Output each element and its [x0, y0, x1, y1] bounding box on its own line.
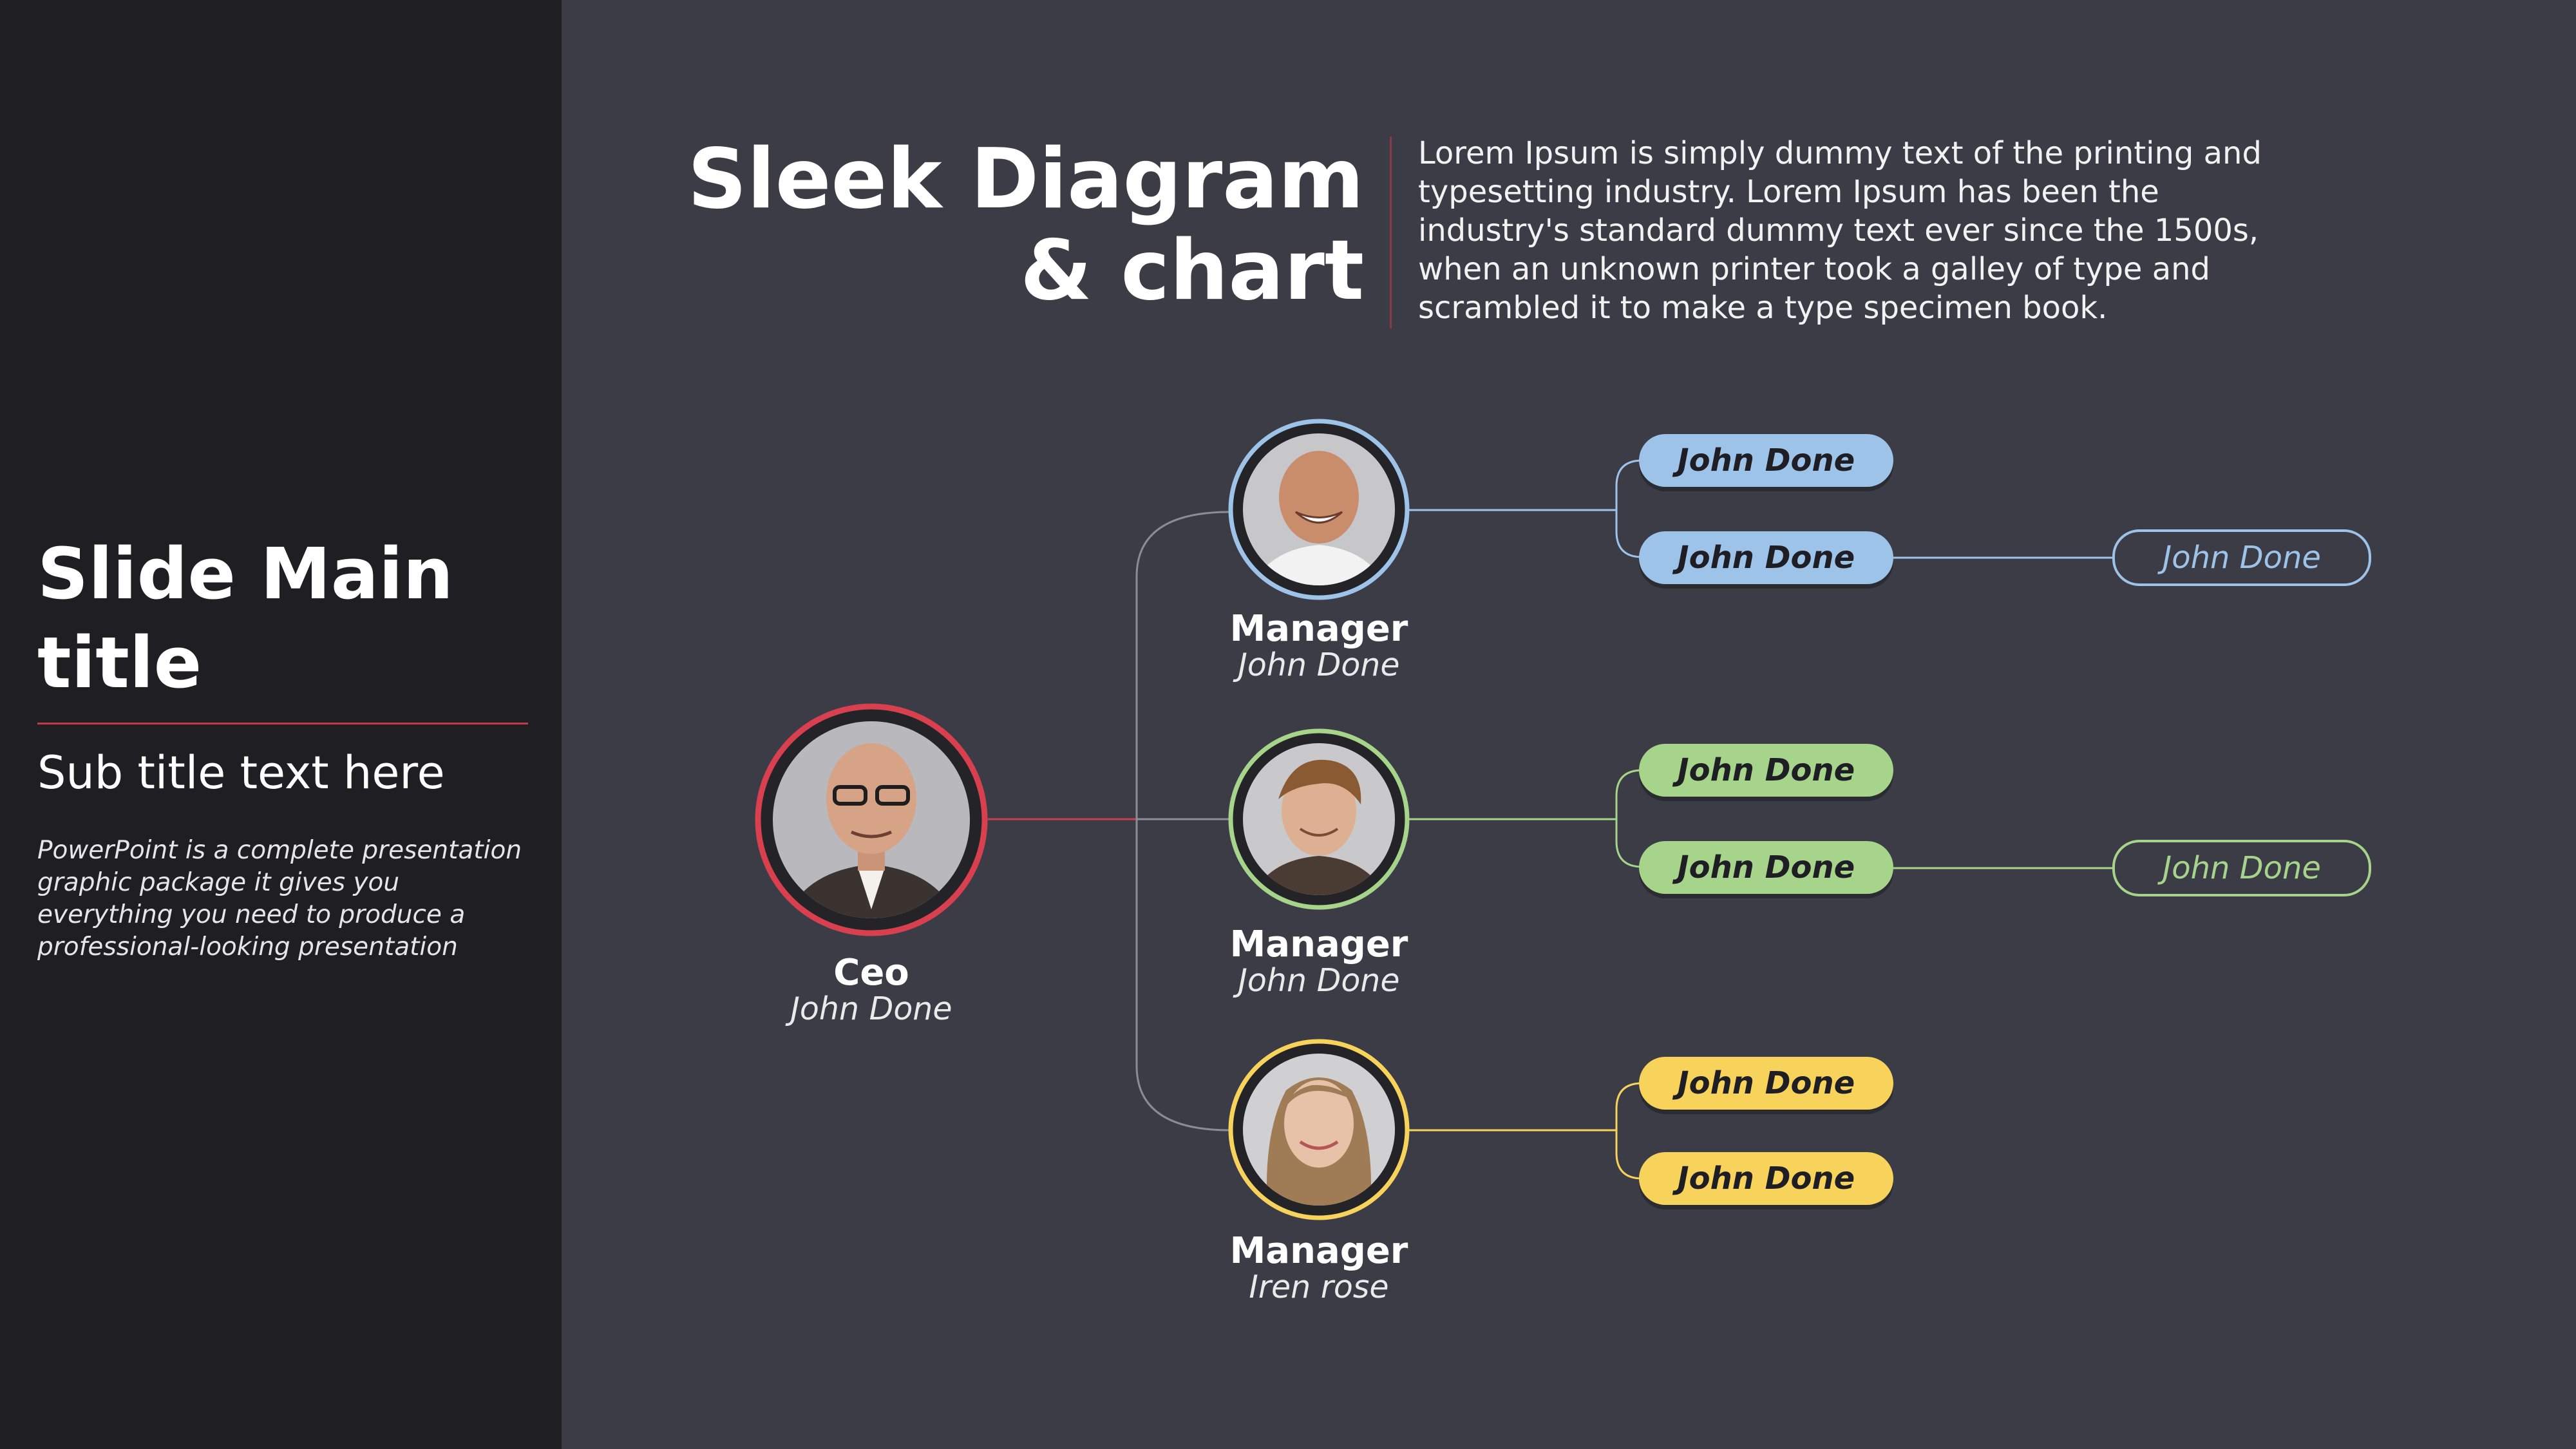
slide-main-title: Slide Main title: [37, 533, 453, 704]
manager-3-photo: [1228, 1039, 1410, 1220]
manager-1-photo: [1228, 419, 1410, 600]
blue-report-2: John Done: [1639, 531, 1893, 584]
heading-line-2: & chart: [1020, 223, 1364, 319]
ceo-role: Ceo: [833, 952, 909, 994]
heading-separator: [1390, 137, 1392, 328]
trunk-connector-bottom: [1135, 819, 1231, 1132]
green-report-1: John Done: [1639, 744, 1893, 797]
manager-portrait-icon: [1228, 728, 1410, 910]
manager-3-role: Manager: [1229, 1230, 1408, 1272]
heading-line-1: Sleek Diagram: [687, 131, 1364, 227]
blue-report-1: John Done: [1639, 434, 1893, 487]
sidebar-panel: Slide Main title Sub title text here Pow…: [0, 0, 562, 1449]
green-report-2: John Done: [1639, 841, 1893, 894]
blue-branch-connectors: [1408, 459, 2114, 559]
manager-1-role: Manager: [1229, 608, 1408, 650]
heading-description: Lorem Ipsum is simply dummy text of the …: [1418, 135, 2262, 326]
title-divider: [37, 723, 528, 724]
sidebar-description: PowerPoint is a complete presentation gr…: [37, 836, 522, 961]
trunk-connector-top: [1135, 511, 1231, 819]
ceo-photo: [755, 703, 988, 936]
yellow-branch-connectors: [1408, 1082, 1643, 1180]
manager-portrait-icon: [1228, 1039, 1410, 1220]
ceo-name: John Done: [790, 990, 952, 1027]
manager-2-photo: [1228, 728, 1410, 910]
manager-2-name: John Done: [1238, 962, 1400, 999]
yellow-report-1: John Done: [1639, 1057, 1893, 1110]
yellow-report-2: John Done: [1639, 1152, 1893, 1205]
manager-3-name: Iren rose: [1249, 1269, 1389, 1305]
green-branch-connectors: [1408, 769, 2114, 869]
manager-1-name: John Done: [1238, 647, 1400, 683]
ceo-portrait-icon: [755, 703, 988, 936]
manager-2-role: Manager: [1229, 923, 1408, 965]
slide-subtitle: Sub title text here: [37, 746, 445, 799]
manager-portrait-icon: [1228, 419, 1410, 600]
diagram-heading: Sleek Diagram & chart: [688, 134, 1364, 317]
blue-sub-report: John Done: [2112, 529, 2371, 586]
green-sub-report: John Done: [2112, 840, 2371, 896]
